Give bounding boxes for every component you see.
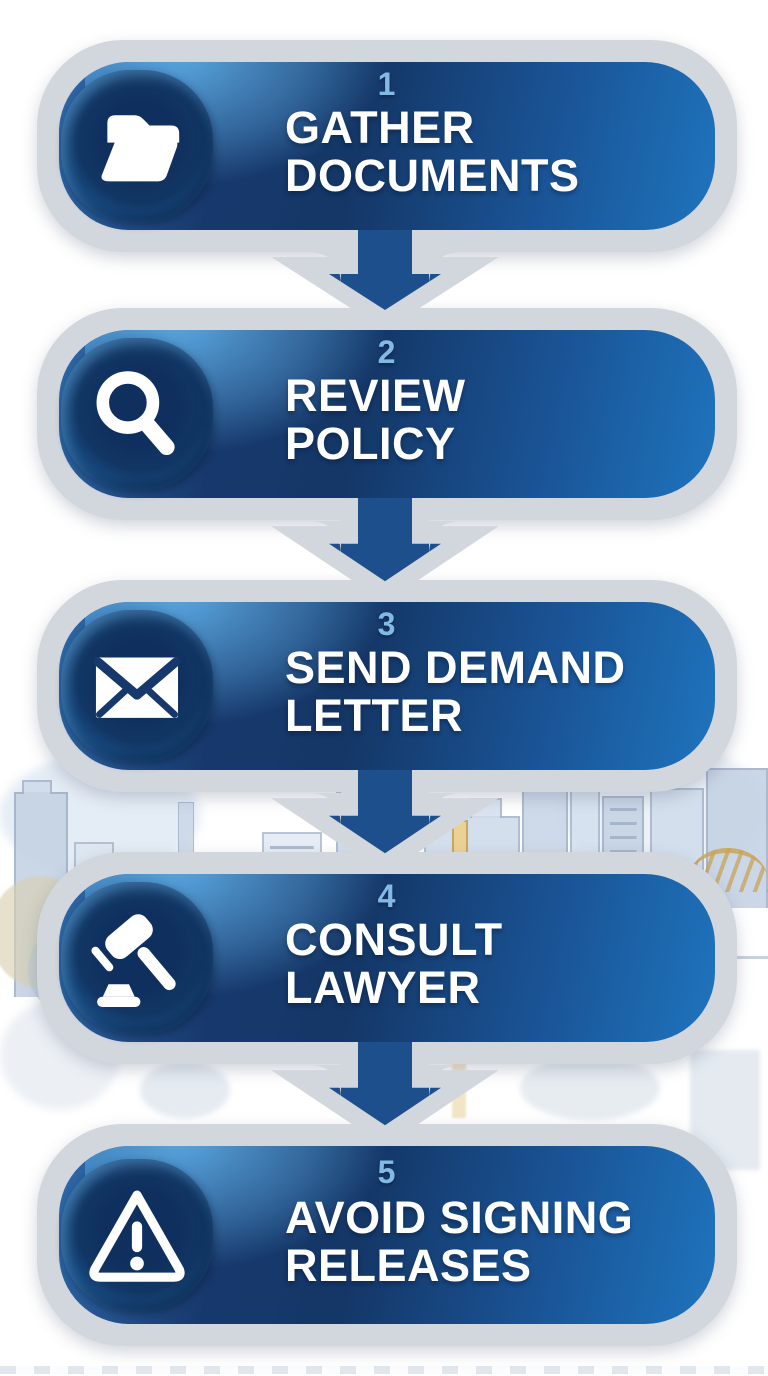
arrow-connector-3 [265,770,505,874]
down-arrow-icon [271,1042,499,1146]
down-arrow-icon [271,498,499,602]
step-title-line-1: REVIEW [285,370,466,421]
step-5-avoid-signing-releases: 5 AVOID SIGNING RELEASES [37,1124,737,1346]
bottom-texture-strip [0,1366,768,1374]
step-title-line-2: DOCUMENTS [285,150,580,202]
step-3-send-demand-letter: 3 SEND DEMAND LETTER [37,580,737,792]
arrow-connector-1 [265,230,505,330]
building [22,780,52,794]
step-title-line-2: POLICY [285,418,456,470]
step-number: 5 [377,1154,397,1190]
step-title-line-1: SEND DEMAND [285,642,626,693]
step-1-gather-documents: 1 GATHER DOCUMENTS [37,40,737,252]
step-number: 4 [377,878,397,914]
step-number: 1 [377,66,397,102]
warning-triangle-icon [61,1159,213,1311]
magnifying-glass-icon [61,338,213,490]
step-title-line-1: GATHER [285,102,475,153]
step-title-line-1: CONSULT [285,914,503,965]
step-title-line-2: LETTER [285,690,463,742]
step-title: REVIEW POLICY [285,370,466,470]
step-title: SEND DEMAND LETTER [285,642,626,742]
step-title: GATHER DOCUMENTS [285,102,580,202]
down-arrow-icon [271,230,499,330]
envelope-icon [61,610,213,762]
step-number: 2 [377,334,397,370]
water-reflection [140,1062,230,1118]
arrow-connector-4 [265,1042,505,1146]
step-title-line-2: LAWYER [285,962,481,1014]
step-title: AVOID SIGNING RELEASES [285,1192,634,1292]
water-reflection [520,1056,660,1120]
gavel-icon [61,882,213,1034]
step-number: 3 [377,606,397,642]
step-2-review-policy: 2 REVIEW POLICY [37,308,737,520]
down-arrow-icon [271,770,499,874]
step-4-consult-lawyer: 4 CONSULT LAWYER [37,852,737,1064]
step-title-line-2: RELEASES [285,1240,532,1292]
open-folder-icon [61,70,213,222]
step-title-line-1: AVOID SIGNING [285,1192,634,1243]
step-title: CONSULT LAWYER [285,914,503,1014]
arrow-connector-2 [265,498,505,602]
